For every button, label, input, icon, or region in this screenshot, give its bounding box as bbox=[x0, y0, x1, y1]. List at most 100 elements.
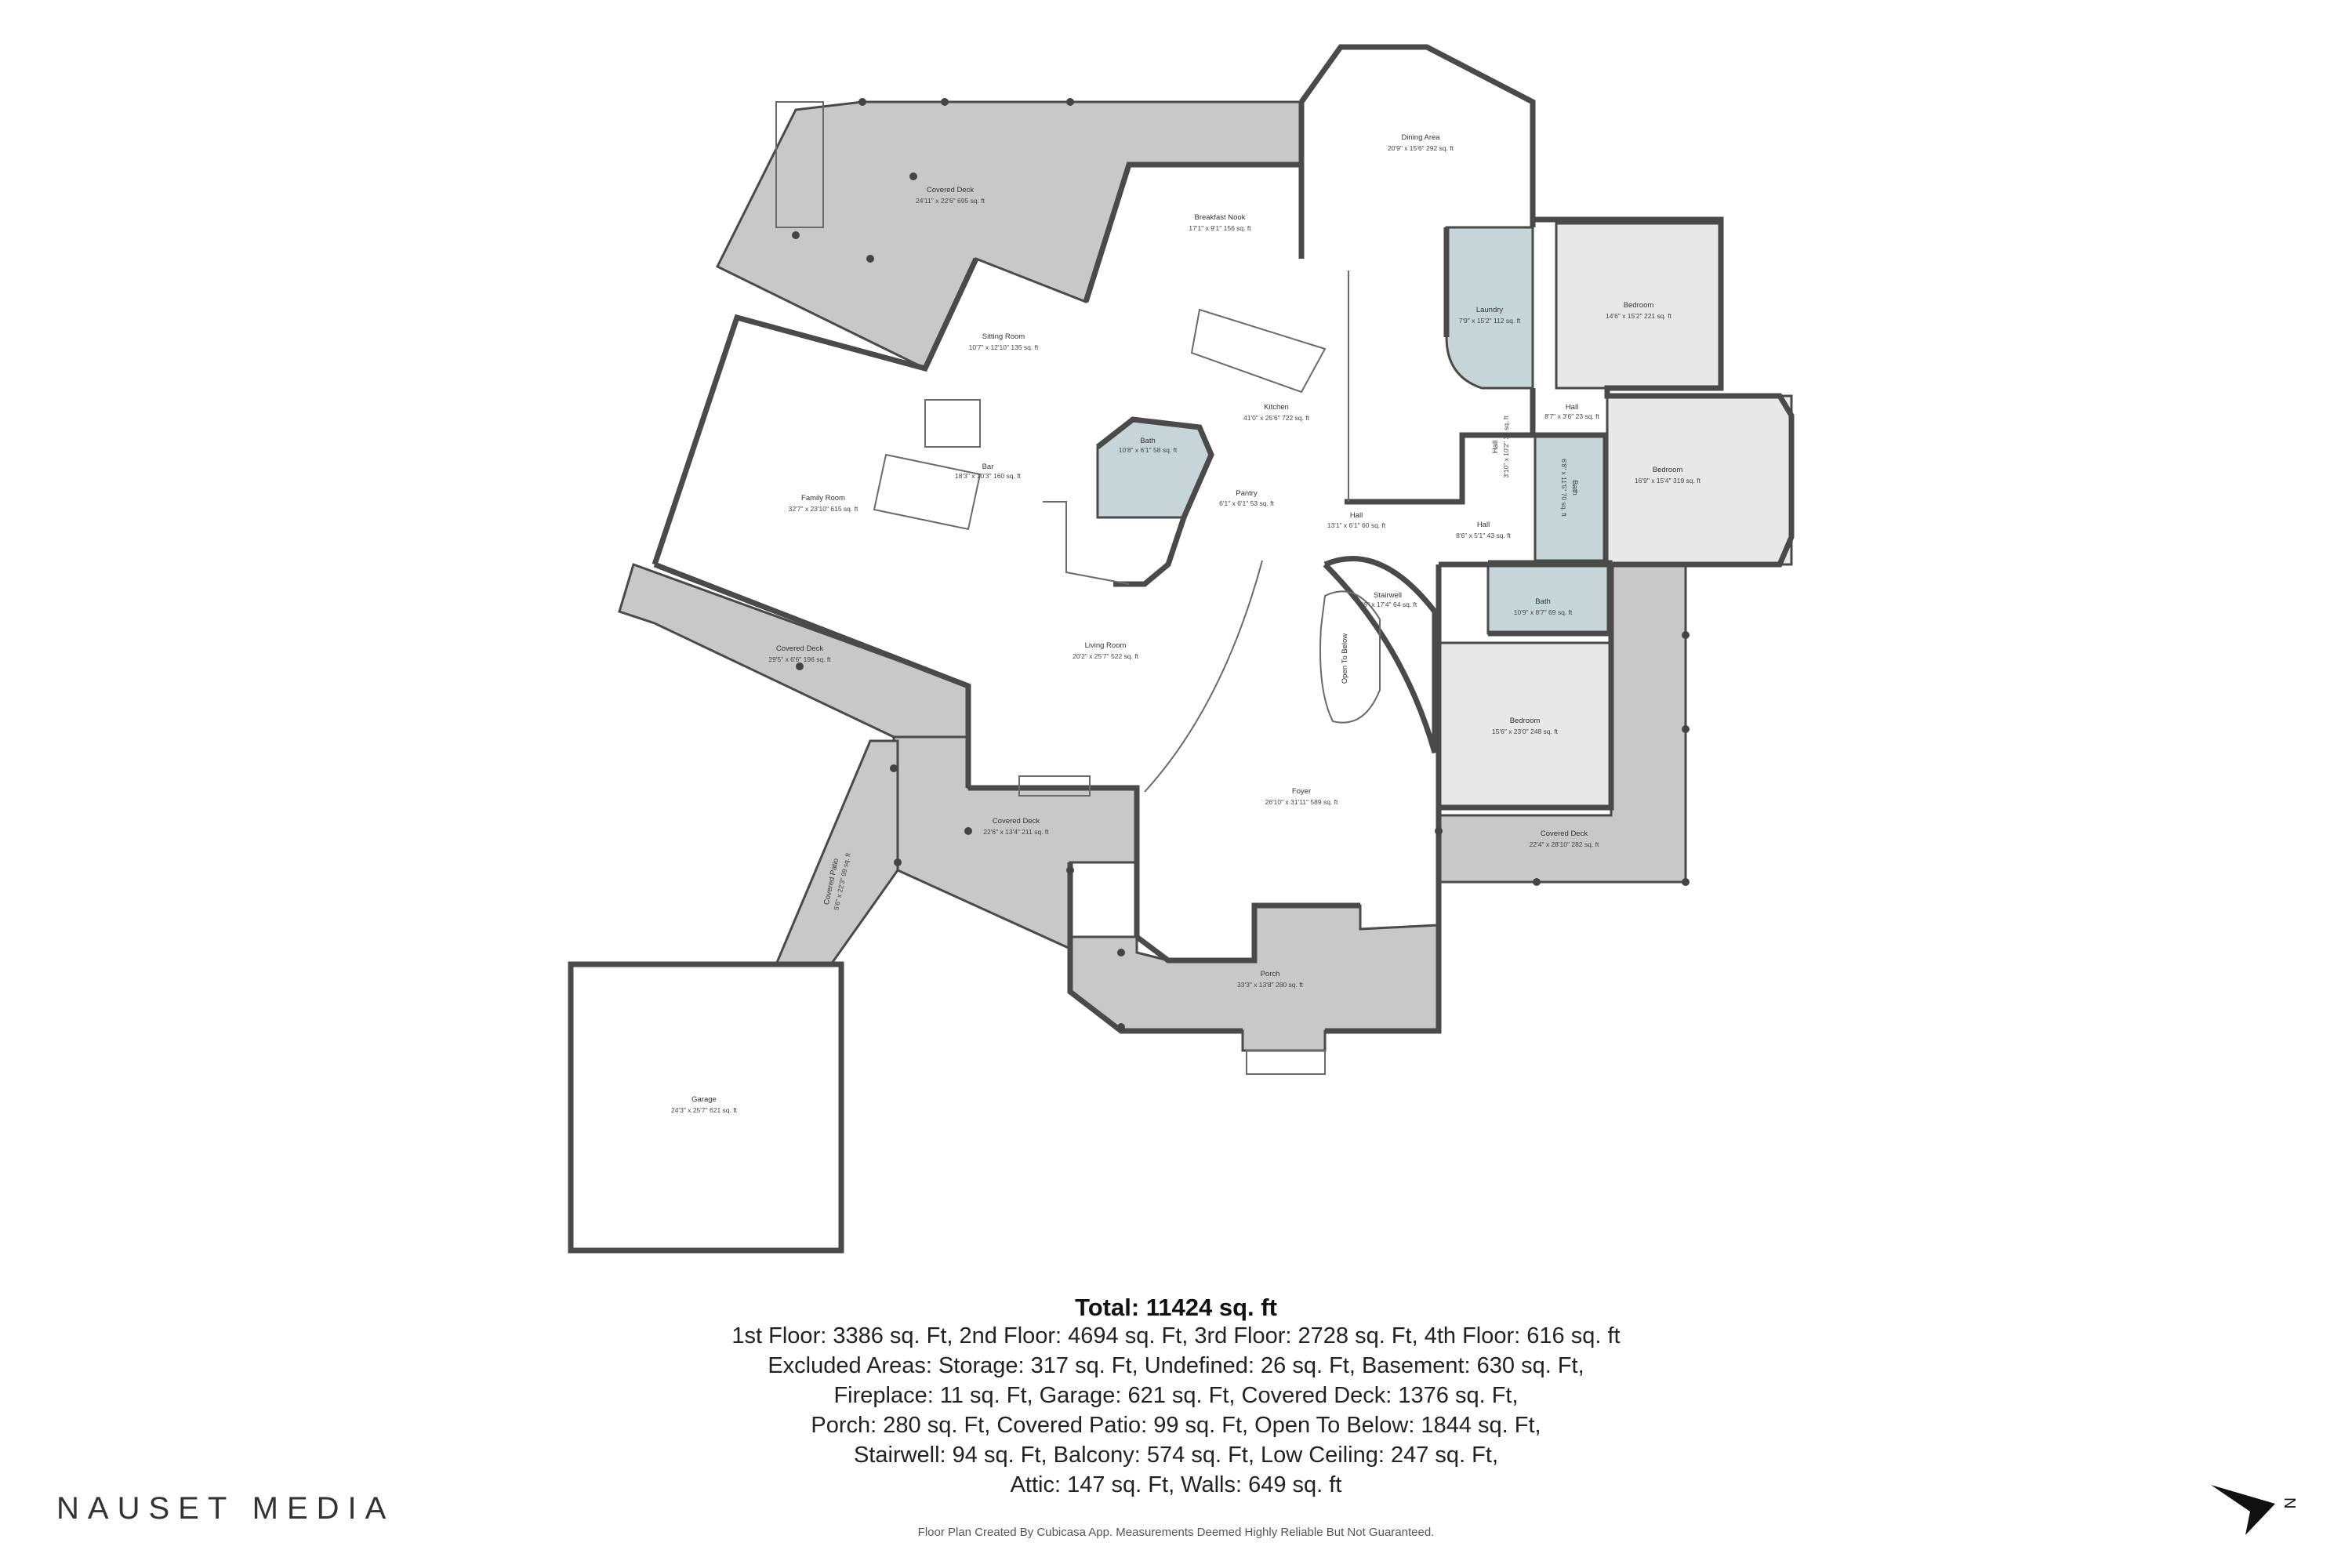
wall-bedroom-se bbox=[1439, 564, 1614, 811]
room-name: Hall bbox=[1350, 511, 1363, 520]
room-dim: 10'8" x 6'1" 58 sq. ft bbox=[1119, 446, 1178, 454]
room-name: Hall bbox=[1477, 521, 1490, 529]
room-name: Bedroom bbox=[1624, 301, 1654, 310]
room-name: Bath bbox=[1535, 597, 1551, 606]
credit-note: Floor Plan Created By Cubicasa App. Meas… bbox=[917, 1526, 1435, 1539]
wall-kitchen-east bbox=[1345, 388, 1536, 505]
room-dim: 15'6" x 23'0" 248 sq. ft bbox=[1492, 728, 1559, 735]
room-dim: 10'9" x 8'7" 69 sq. ft bbox=[1514, 608, 1573, 616]
room-dim: 24'11" x 22'6" 695 sq. ft bbox=[916, 197, 985, 205]
room-name: Hall bbox=[1491, 441, 1500, 453]
room-dim: 32'7" x 23'10" 615 sq. ft bbox=[789, 505, 858, 513]
room-name: Porch bbox=[1261, 970, 1280, 978]
room-name: Bar bbox=[982, 463, 994, 471]
room-name: Covered Deck bbox=[927, 186, 974, 194]
room-name: Bath bbox=[1140, 437, 1156, 445]
room-dim: 26'10" x 31'11" 589 sq. ft bbox=[1265, 798, 1338, 806]
room-dim: 4'6" x 17'4" 64 sq. ft bbox=[1359, 601, 1417, 608]
room-dim: 20'2" x 25'7" 522 sq. ft bbox=[1073, 652, 1139, 660]
stair-lower bbox=[1043, 501, 1130, 585]
room-name: Garage bbox=[691, 1095, 717, 1104]
room-name: Covered Deck bbox=[993, 817, 1040, 826]
room-dim: 14'6" x 15'2" 221 sq. ft bbox=[1606, 312, 1672, 320]
open-to-below-outline bbox=[1319, 590, 1381, 724]
room-name: Family Room bbox=[801, 494, 845, 503]
room-name: Living Room bbox=[1085, 641, 1127, 650]
room-dim: 22'4" x 28'10" 282 sq. ft bbox=[1530, 840, 1599, 848]
room-dim: 24'3" x 25'7" 621 sq. ft bbox=[671, 1106, 738, 1114]
wall-stairwell-curve bbox=[1323, 556, 1438, 753]
living-foyer-arc bbox=[1144, 560, 1263, 793]
room-name: Open To Below bbox=[1341, 633, 1349, 684]
north-label: N bbox=[2281, 1497, 2298, 1508]
deck-stairs bbox=[775, 101, 824, 228]
room-dim: 10'7" x 12'10" 135 sq. ft bbox=[969, 343, 1039, 351]
bedroom-e-area bbox=[1606, 394, 1793, 566]
room-name: Bath bbox=[1570, 480, 1579, 495]
wall-nook-north bbox=[1083, 162, 1301, 303]
room-dim: 8'6" x 5'1" 43 sq. ft bbox=[1456, 532, 1511, 539]
bath-2-area bbox=[1534, 434, 1607, 562]
room-name: Stairwell bbox=[1374, 591, 1402, 600]
sitting-fireplace bbox=[924, 399, 981, 448]
wall-bath-3 bbox=[1488, 560, 1613, 637]
summary-line: Stairwell: 94 sq. Ft, Balcony: 574 sq. F… bbox=[853, 1443, 1499, 1468]
wall-deck-s bbox=[968, 785, 1140, 937]
room-dim: 18'3" x 10'3" 160 sq. ft bbox=[955, 472, 1022, 480]
room-dim: 13'1" x 6'1" 60 sq. ft bbox=[1327, 521, 1386, 529]
room-dim: 41'0" x 25'6" 722 sq. ft bbox=[1243, 414, 1310, 422]
wall-foyer-bay bbox=[1134, 902, 1360, 964]
room-dim: 16'9" x 15'4" 319 sq. ft bbox=[1635, 477, 1701, 485]
room-name: Dining Area bbox=[1401, 133, 1440, 142]
garage-walls bbox=[568, 961, 844, 1254]
summary-line: Excluded Areas: Storage: 317 sq. Ft, Und… bbox=[768, 1353, 1584, 1378]
summary-line: 1st Floor: 3386 sq. Ft, 2nd Floor: 4694 … bbox=[731, 1323, 1621, 1348]
room-name: Foyer bbox=[1292, 787, 1311, 796]
room-dim: 33'3" x 13'8" 280 sq. ft bbox=[1237, 981, 1304, 989]
bedroom-ne-area bbox=[1555, 222, 1722, 390]
wall-family-west bbox=[652, 257, 979, 566]
porch-steps bbox=[1246, 1050, 1326, 1075]
room-name: Kitchen bbox=[1264, 403, 1289, 412]
room-dim: 3'10" x 10'2" 39 sq. ft bbox=[1502, 416, 1510, 478]
kitchen-island bbox=[1190, 308, 1327, 394]
room-name: Bedroom bbox=[1653, 466, 1683, 474]
wall-porch-west bbox=[1067, 862, 1243, 1034]
summary-line: Fireplace: 11 sq. Ft, Garage: 621 sq. Ft… bbox=[833, 1383, 1519, 1408]
room-dim: 29'5" x 6'6" 196 sq. ft bbox=[768, 655, 831, 663]
wall-porch-east bbox=[1325, 925, 1442, 1034]
room-name: Sitting Room bbox=[982, 332, 1025, 341]
total-area: Total: 11424 sq. ft bbox=[1075, 1294, 1277, 1321]
laundry-area bbox=[1445, 226, 1534, 390]
room-name: Pantry bbox=[1236, 489, 1258, 498]
room-dim: 20'9" x 15'6" 292 sq. ft bbox=[1388, 144, 1454, 152]
covered-deck-nw-area bbox=[715, 100, 1303, 371]
bedroom-se-area bbox=[1437, 641, 1613, 809]
north-arrow-icon: N bbox=[2211, 1485, 2298, 1535]
room-name: Covered Deck bbox=[1541, 829, 1588, 838]
room-name: Laundry bbox=[1476, 306, 1504, 314]
room-dim: 22'6" x 13'4" 211 sq. ft bbox=[983, 828, 1049, 836]
wall-living-south bbox=[653, 561, 971, 788]
deck-fireplace bbox=[1018, 775, 1091, 797]
summary-line: Porch: 280 sq. Ft, Covered Patio: 99 sq.… bbox=[811, 1413, 1541, 1438]
wall-bath-1-stair bbox=[1095, 416, 1214, 587]
wall-bath-2 bbox=[1535, 432, 1609, 561]
room-dim: 6'8" x 11'5" 70 sq. ft bbox=[1560, 459, 1568, 517]
room-dim: 7'9" x 15'2" 112 sq. ft bbox=[1459, 317, 1521, 325]
wall-dining bbox=[1299, 44, 1536, 227]
brand-logo-text: NAUSET MEDIA bbox=[56, 1491, 395, 1526]
room-dim: 8'7" x 3'6" 23 sq. ft bbox=[1544, 412, 1599, 420]
room-name: Bedroom bbox=[1510, 717, 1541, 725]
room-name: Hall bbox=[1566, 403, 1578, 412]
room-labels: Covered Deck 24'11" x 22'6" 695 sq. ft D… bbox=[671, 133, 1701, 1114]
deck-posts bbox=[792, 98, 1690, 1031]
bar-counter bbox=[873, 453, 982, 531]
summary-line: Attic: 147 sq. Ft, Walls: 649 sq. ft bbox=[1010, 1472, 1342, 1497]
room-name: Breakfast Nook bbox=[1195, 213, 1246, 222]
room-dim: 17'1" x 9'1" 156 sq. ft bbox=[1189, 224, 1251, 232]
room-dim: 6'1" x 6'1" 53 sq. ft bbox=[1219, 499, 1274, 507]
wall-east-bedrooms bbox=[1439, 216, 1795, 568]
room-name: Covered Deck bbox=[776, 644, 823, 653]
